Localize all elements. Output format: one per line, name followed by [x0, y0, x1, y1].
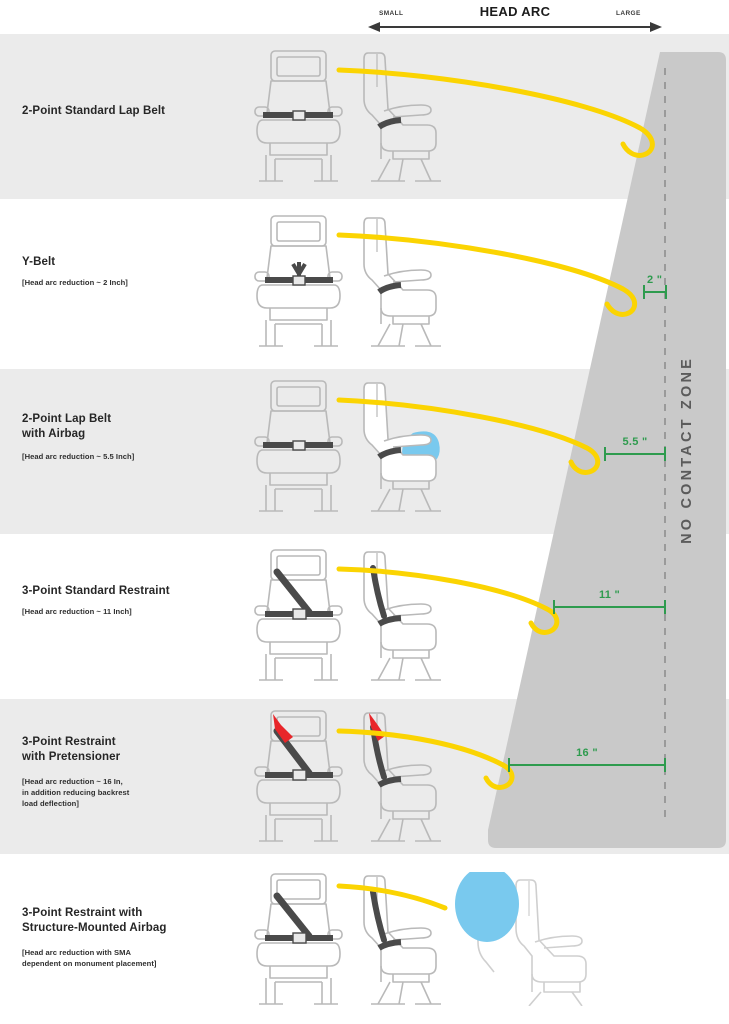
head-arc-path-row6: [336, 872, 519, 942]
y-belt-graphic: [265, 262, 402, 295]
row-subtitle: [Head arc reduction ~ 2 Inch]: [22, 278, 128, 287]
lap-belt-graphic: [263, 440, 402, 460]
lap-belt-graphic: [263, 110, 402, 130]
row-title: 2-Point Lap Belt with Airbag: [22, 413, 112, 440]
head-arc-path-row2: [336, 232, 638, 317]
head-arc-double-arrow-icon: [368, 22, 662, 32]
head-arc-path-row5: [336, 728, 515, 790]
row-subtitle: [Head arc reduction with SMA dependent o…: [22, 948, 157, 968]
dimension-marker-2in: 2 ": [643, 274, 667, 299]
row-title: 3-Point Standard Restraint: [22, 585, 170, 597]
dimension-marker-5-5in: 5.5 ": [604, 436, 666, 461]
row-subtitle: [Head arc reduction ~ 11 Inch]: [22, 607, 132, 616]
head-arc-small-label: SMALL: [379, 10, 404, 17]
row-subtitle: [Head arc reduction ~ 16 In, in addition…: [22, 777, 130, 808]
dimension-marker-16in: 16 ": [508, 747, 666, 772]
dimension-value: 2 ": [647, 274, 663, 286]
head-arc-path-row1: [336, 67, 655, 158]
row-2-point-lap-belt-with-airbag: 2-Point Lap Belt with Airbag [Head arc r…: [0, 369, 729, 534]
head-arc-title: HEAD ARC: [479, 4, 551, 19]
dimension-value: 5.5 ": [622, 436, 648, 448]
row-3-point-restraint-with-pretensioner: 3-Point Restraint with Pretensioner [Hea…: [0, 699, 729, 854]
seat-illustration-row6: [254, 873, 441, 1005]
head-arc-path-row3: [336, 397, 601, 475]
row-title: 3-Point Restraint with Structure-Mounted…: [22, 907, 167, 934]
dimension-value: 16 ": [576, 747, 598, 759]
seat-illustration-row1: [254, 50, 441, 182]
seat-illustration-row2: [254, 215, 441, 347]
head-arc-path-row4: [336, 566, 560, 635]
three-point-belt-graphic: [265, 889, 402, 951]
row-title: Y-Belt: [22, 256, 56, 268]
row-subtitle: [Head arc reduction ~ 5.5 Inch]: [22, 452, 135, 461]
row-y-belt: Y-Belt [Head arc reduction ~ 2 Inch]: [0, 199, 729, 369]
row-2-point-standard-lap-belt: 2-Point Standard Lap Belt: [0, 34, 729, 199]
dimension-value: 11 ": [598, 589, 621, 601]
seat-illustration-row4: [254, 549, 441, 681]
seat-illustration-row5: [254, 710, 441, 842]
row-3-point-standard-restraint: 3-Point Standard Restraint [Head arc red…: [0, 534, 729, 699]
seat-illustration-row3: [254, 380, 441, 512]
row-3-point-restraint-with-structure-mounted-airbag: 3-Point Restraint with Structure-Mounted…: [0, 854, 729, 1024]
sma-airbag-graphic: [455, 872, 519, 942]
head-arc-large-label: LARGE: [616, 10, 641, 17]
row-title: 3-Point Restraint with Pretensioner: [22, 736, 121, 763]
dimension-marker-11in: 11 ": [553, 589, 666, 614]
head-arc-header: HEAD ARC SMALL LARGE: [0, 0, 729, 34]
row-title: 2-Point Standard Lap Belt: [22, 105, 166, 117]
